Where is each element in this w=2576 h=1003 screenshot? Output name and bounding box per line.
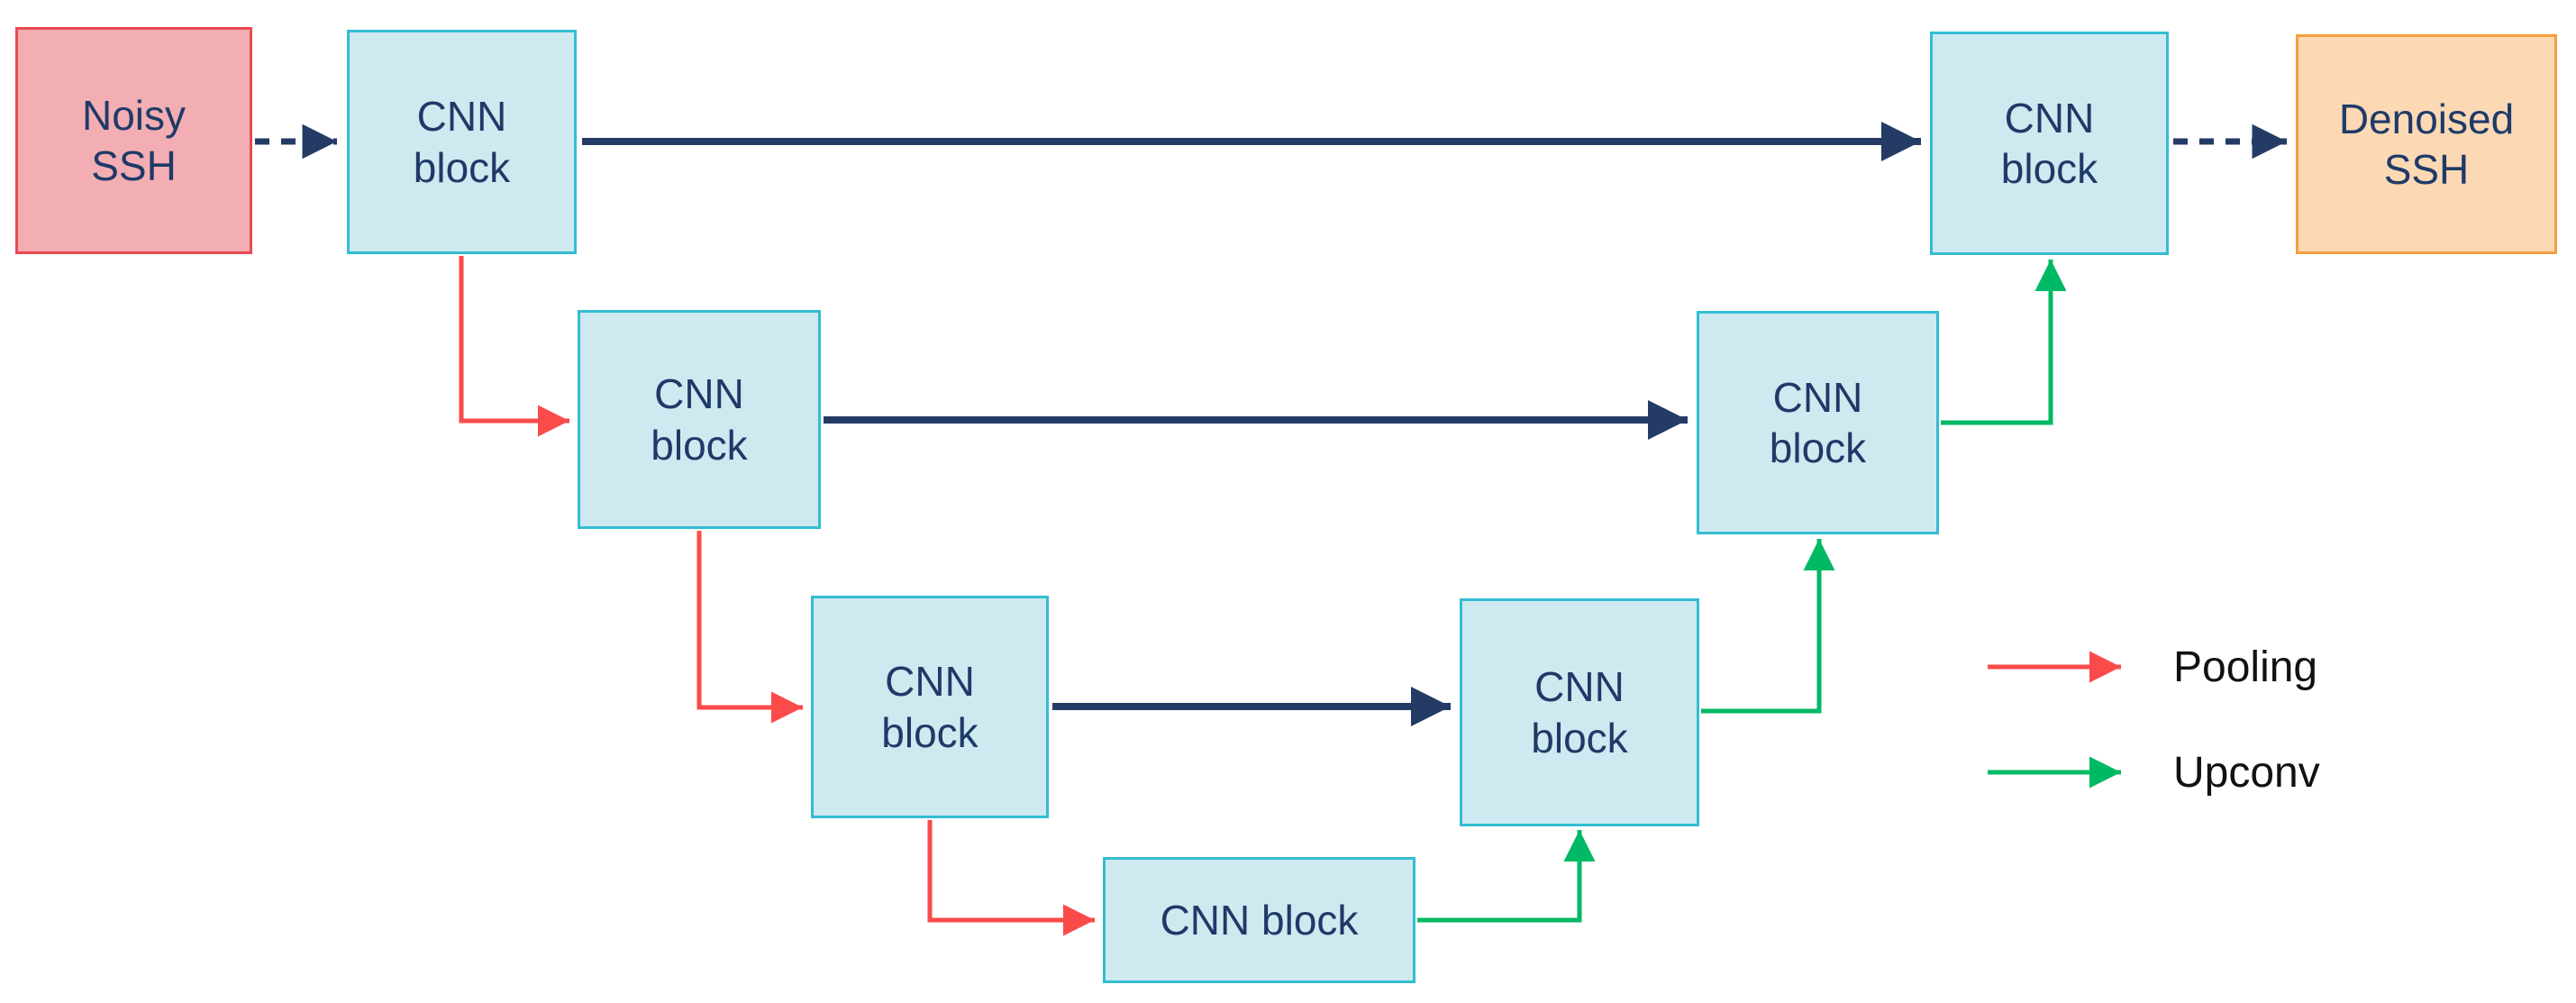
- pooling-arrow-enc2-enc3: [696, 531, 803, 724]
- node-noisy-ssh: Noisy SSH: [15, 27, 252, 254]
- pooling-arrow-enc3-bottleneck: [927, 820, 1095, 936]
- node-cnn-block-dec1: CNN block: [1930, 32, 2169, 255]
- node-cnn-block-enc2: CNN block: [578, 310, 821, 529]
- upconv-arrow-icon: [1988, 756, 2121, 789]
- upconv-arrow-dec3-dec2: [1701, 539, 1835, 714]
- legend-row-upconv: Upconv: [1986, 740, 2320, 805]
- pooling-arrow-icon: [1988, 651, 2121, 683]
- node-cnn-block-dec2: CNN block: [1697, 311, 1939, 534]
- upconv-arrow-dec2-dec1: [1941, 260, 2067, 425]
- node-cnn-block-enc3: CNN block: [811, 596, 1049, 818]
- node-cnn-block-enc1: CNN block: [347, 30, 577, 254]
- node-cnn-block-bottleneck: CNN block: [1103, 857, 1415, 983]
- node-cnn-block-dec3: CNN block: [1460, 598, 1699, 826]
- legend-label-upconv: Upconv: [2173, 748, 2320, 797]
- legend-row-pooling: Pooling: [1986, 634, 2320, 699]
- node-denoised-ssh: Denoised SSH: [2296, 34, 2557, 254]
- pooling-arrow-enc1-enc2: [459, 256, 569, 437]
- upconv-arrow-bottleneck-dec3: [1417, 830, 1596, 923]
- legend: Pooling Upconv: [1986, 634, 2320, 805]
- legend-label-pooling: Pooling: [2173, 643, 2318, 691]
